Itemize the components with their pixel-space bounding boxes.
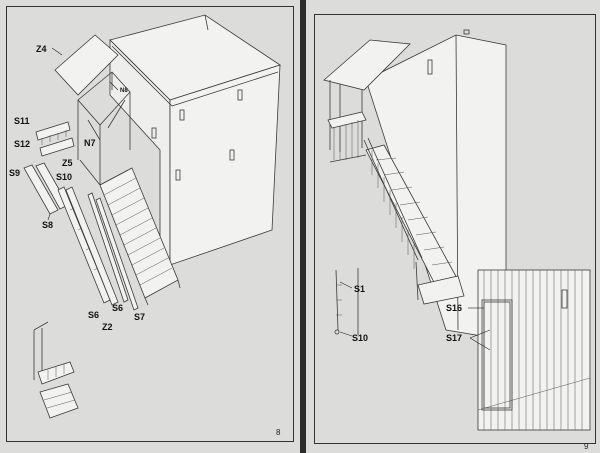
label-s16: S16 (446, 303, 462, 313)
label-s6-b: S6 (112, 303, 123, 313)
label-s11: S11 (14, 116, 30, 126)
label-z5: Z5 (62, 158, 73, 168)
porch-roof (323, 39, 411, 91)
side-rails (23, 162, 69, 221)
window-icon (561, 289, 568, 309)
left-assembly-drawing: Z4 N8 S11 S12 N7 Z5 S9 S10 S8 S6 S6 Z2 S… (9, 14, 281, 437)
small-parts (334, 268, 359, 337)
label-z4: Z4 (36, 44, 47, 54)
roof-panel-z4 (54, 34, 119, 96)
label-s1: S1 (354, 284, 365, 294)
detail-inset (33, 321, 79, 419)
label-s8: S8 (42, 220, 53, 230)
right-page-frame (314, 14, 596, 444)
wall-board-detail (468, 269, 591, 431)
right-page: S1 S10 S16 S17 9 (306, 0, 600, 453)
page-number-right: 9 (584, 442, 589, 451)
page-number-left: 8 (276, 428, 281, 437)
window-icon (229, 149, 235, 161)
window-icon (179, 109, 185, 121)
window-icon (175, 169, 181, 181)
left-page-frame (6, 6, 294, 442)
door-frame (481, 299, 513, 411)
left-page: Z4 N8 S11 S12 N7 Z5 S9 S10 S8 S6 S6 Z2 S… (0, 0, 300, 453)
window-icon (237, 89, 243, 101)
label-s17: S17 (446, 333, 462, 343)
staircase (99, 167, 181, 306)
label-z2: Z2 (102, 322, 113, 332)
porch-railing (327, 111, 367, 163)
window-icon (463, 29, 470, 35)
label-s10: S10 (56, 172, 72, 182)
label-s9: S9 (9, 168, 20, 178)
label-s12: S12 (14, 139, 30, 149)
label-s10: S10 (352, 333, 368, 343)
window-icon (427, 59, 433, 75)
stair-stringers (57, 186, 139, 311)
staircase-assembled (363, 137, 465, 305)
building-front-face (169, 64, 281, 266)
right-assembly-drawing: S1 S10 S16 S17 9 (323, 29, 591, 451)
label-n7: N7 (84, 138, 96, 148)
label-s7: S7 (134, 312, 145, 322)
railing-parts-s11-s12 (35, 121, 75, 157)
label-n8: N8 (120, 88, 128, 94)
window-icon (151, 127, 157, 139)
label-s6-a: S6 (88, 310, 99, 320)
